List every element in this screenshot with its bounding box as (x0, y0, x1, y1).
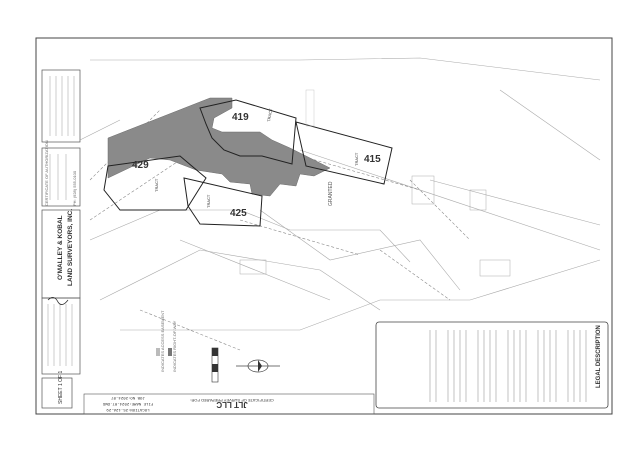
legal-heading: LEGAL DESCRIPTION (596, 325, 602, 388)
legend-swatch-2 (156, 348, 160, 356)
parcel-lines (79, 57, 601, 331)
certificate-label: CERTIFICATE OF SURVEY PREPARED FOR: (190, 398, 273, 403)
annotations (239, 89, 511, 277)
lot-415-tract: TRACT (354, 152, 359, 166)
legend-swatch-1 (168, 348, 172, 356)
lot-425-tract: TRACT (206, 194, 211, 208)
legend-item-1: INDICATES RIGHT-OF-WAY (172, 320, 177, 372)
firm-phone: PH: (928) 555-0100 (72, 170, 77, 206)
lot-415-number: 415 (364, 154, 381, 165)
legend-item-2: INDICATES ACCESS EASEMENT (160, 310, 165, 372)
left-panel-lines (47, 76, 75, 366)
lot-419-number: 419 (232, 112, 249, 123)
shaded-easement (107, 97, 331, 197)
lot-425-number: 425 (230, 208, 247, 219)
lot-425-boundary (183, 177, 263, 227)
location: LOCATION:25-12A-29 (106, 407, 150, 411)
north-arrow-icon (236, 359, 280, 373)
street-label: GRANTED (328, 181, 334, 206)
legal-text-lines (429, 330, 587, 402)
lot-429-boundary (103, 155, 207, 211)
job-number: JOB NO:2024-07 (111, 395, 145, 399)
left-panel (41, 69, 81, 409)
lot-429-tract: TRACT (154, 178, 159, 192)
lot-419-boundary (199, 99, 297, 165)
client-name: JLT LLC (216, 400, 248, 409)
file-name: FILE NAME:2024-07.DWG (102, 401, 153, 405)
sheet-label: SHEET 1 OF 1 (58, 371, 64, 404)
firm-cert: CERTIFICATE OF AUTHORIZATION (44, 140, 49, 206)
scale-bar-icon (211, 347, 219, 383)
lot-415-boundary (295, 121, 393, 185)
lot-429-number: 429 (132, 160, 149, 171)
firm-subtitle: LAND SURVEYORS, INC. (67, 209, 74, 286)
title-block (83, 393, 375, 415)
lot-419-tract: TRACT (266, 108, 273, 123)
signature-mark (47, 297, 69, 305)
firm-name: O'MALLEY & KOBAL (57, 215, 64, 280)
legal-description-box (375, 321, 609, 409)
